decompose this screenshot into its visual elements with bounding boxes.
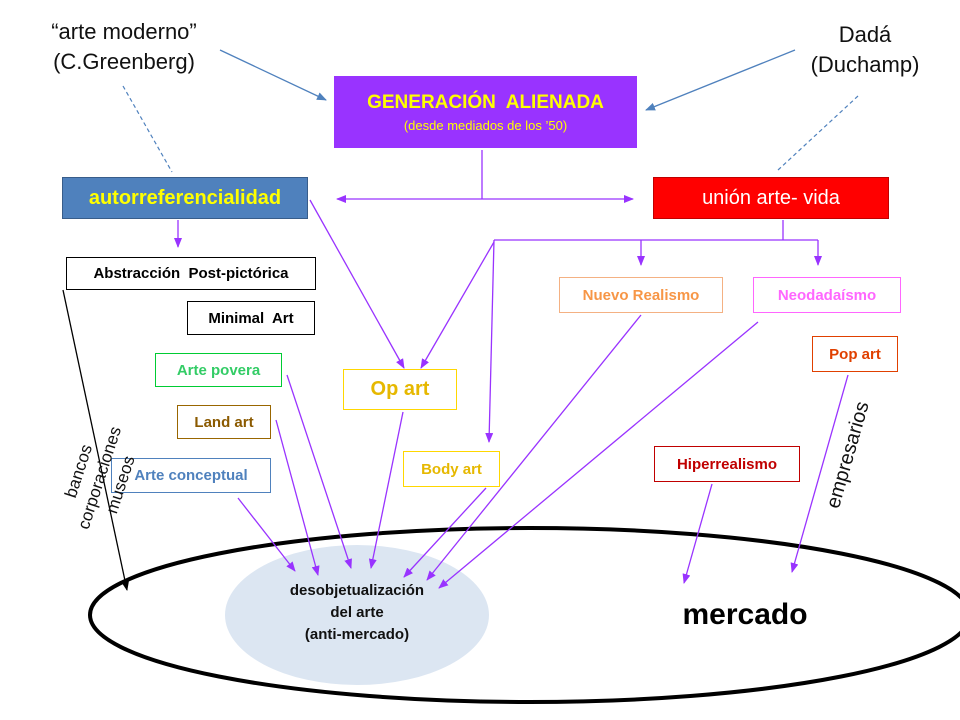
- desobjetualizacion-ellipse: [225, 545, 489, 685]
- arrow-pop-to-mercado: [790, 374, 849, 573]
- arrow-greenberg-to-title: [219, 49, 327, 101]
- hiperrealismo-box: Hiperrealismo: [654, 446, 800, 482]
- generacion-alienada-title: GENERACIÓN ALIENADA: [367, 91, 604, 113]
- caption-dada: Dadá (Duchamp): [795, 20, 935, 80]
- land-art-box: Land art: [177, 405, 271, 439]
- dashed-duchamp-to-union: [777, 95, 859, 171]
- arrow-autorref-to-op: [309, 199, 405, 369]
- op-art-box: Op art: [343, 369, 457, 410]
- arrow-neodadaismo-to-desobj: [438, 321, 759, 589]
- arrow-povera-to-desobj: [286, 374, 352, 569]
- neodadaismo-box: Neodadaísmo: [753, 277, 901, 313]
- arrow-body-to-desobj: [403, 487, 487, 578]
- desobjetualizacion-label: desobjetualización del arte (anti-mercad…: [257, 580, 457, 646]
- desobjetualizacion-line2: del arte: [330, 604, 384, 621]
- desobjetualizacion-line3: (anti-mercado): [304, 626, 410, 643]
- abstraccion-post-pictorica-box: Abstracción Post-pictórica: [66, 257, 316, 290]
- mercado-ellipse: [88, 526, 960, 704]
- arte-conceptual-box: Arte conceptual: [111, 458, 271, 493]
- dashed-greenberg-to-autorref: [122, 85, 173, 173]
- caption-dada-line1: Dadá: [838, 22, 892, 47]
- arrow-union-to-op: [420, 241, 495, 369]
- arrow-nuevo-realismo-to-desobj: [426, 314, 642, 581]
- arrow-duchamp-to-title: [645, 49, 796, 111]
- body-art-box: Body art: [403, 451, 500, 487]
- caption-arte-moderno-line1: “arte moderno”: [51, 19, 197, 44]
- nuevo-realismo-box: Nuevo Realismo: [559, 277, 723, 313]
- autorreferencialidad-box: autorreferencialidad: [62, 177, 308, 219]
- arrow-op-to-desobj: [368, 411, 404, 569]
- arrow-to-body-art: [485, 239, 495, 443]
- caption-arte-moderno: “arte moderno” (C.Greenberg): [24, 17, 224, 77]
- pop-art-box: Pop art: [812, 336, 898, 372]
- generacion-alienada-subtitle: (desde mediados de los ’50): [403, 117, 568, 133]
- arrow-hiperrealismo-to-mercado: [682, 483, 713, 584]
- caption-dada-line2: (Duchamp): [810, 52, 920, 77]
- arrow-abstraccion-to-mercado: [62, 289, 130, 591]
- arrow-conceptual-to-desobj: [237, 497, 296, 572]
- arte-povera-box: Arte povera: [155, 353, 282, 387]
- mercado-label: mercado: [682, 598, 808, 631]
- desobjetualizacion-line1: desobjetualización: [289, 582, 425, 599]
- generacion-alienada-box: GENERACIÓN ALIENADA (desde mediados de l…: [334, 76, 637, 148]
- caption-arte-moderno-line2: (C.Greenberg): [53, 49, 195, 74]
- union-arte-vida-box: unión arte- vida: [653, 177, 889, 219]
- arrow-land-to-desobj: [275, 419, 320, 576]
- minimal-art-box: Minimal Art: [187, 301, 315, 335]
